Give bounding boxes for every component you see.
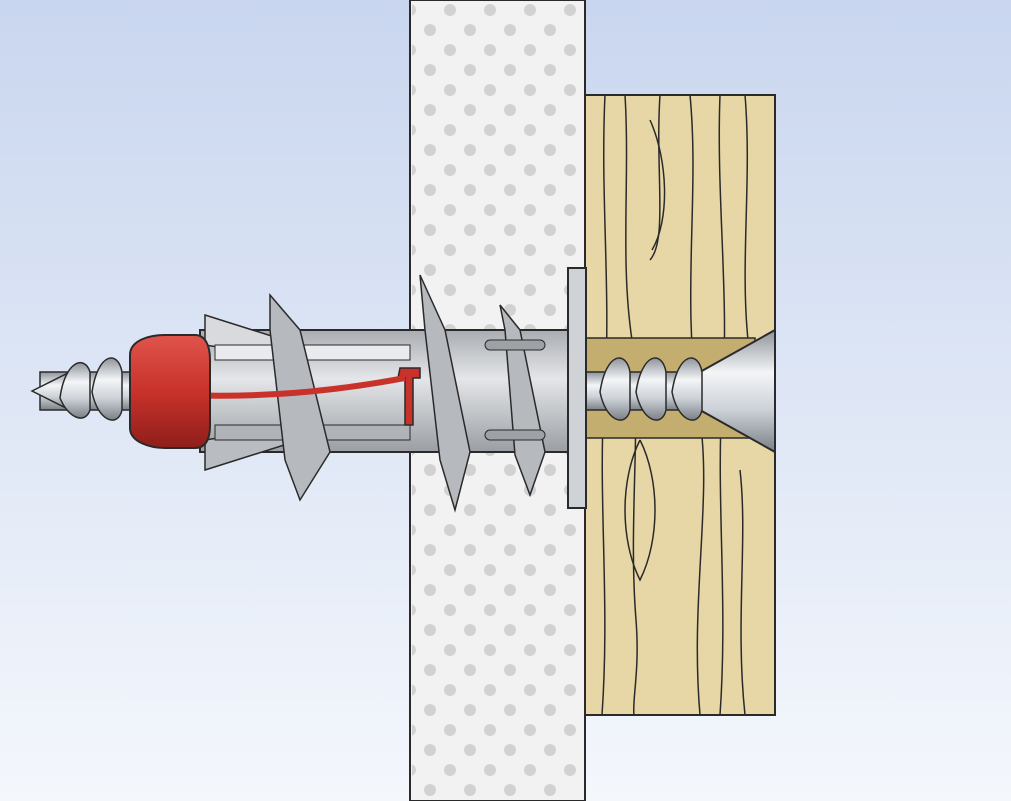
anchor-tip-cap <box>129 334 211 449</box>
anchor-plug-icon <box>179 267 587 513</box>
